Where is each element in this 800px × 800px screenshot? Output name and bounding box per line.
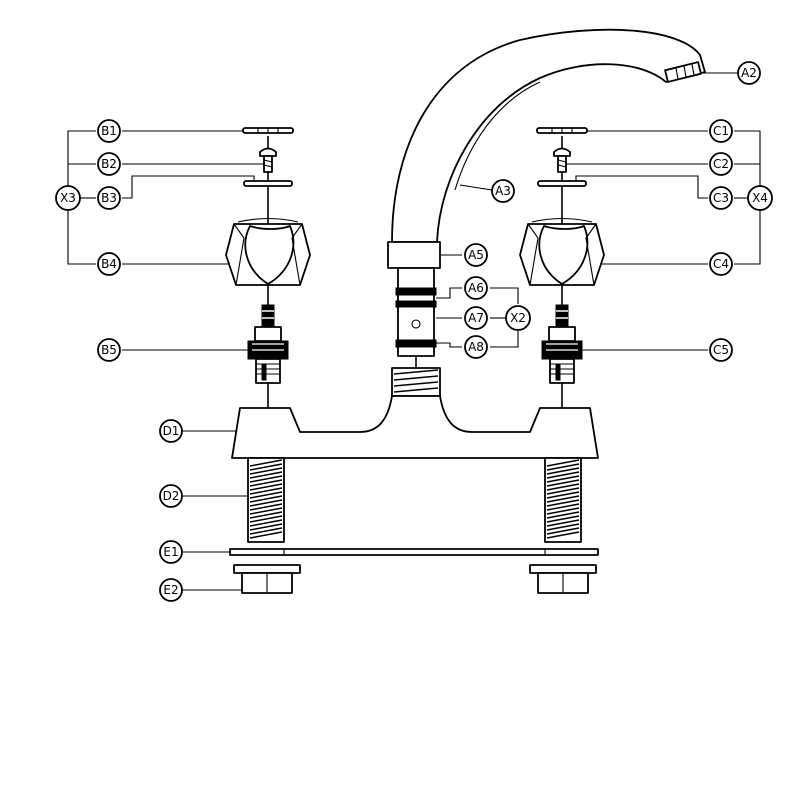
svg-text:D2: D2 [163,489,180,503]
callout-a7: A7 [464,306,488,330]
callout-c3: C3 [709,186,733,210]
svg-text:C1: C1 [713,124,729,138]
svg-text:C3: C3 [713,191,729,205]
callout-x2: X2 [505,305,531,331]
left-lock-nut [233,564,301,594]
spout-collar [387,241,441,269]
svg-text:C5: C5 [713,343,729,357]
svg-text:B1: B1 [101,124,117,138]
svg-text:A2: A2 [741,66,757,80]
svg-text:E2: E2 [163,583,178,597]
callout-b2: B2 [97,152,121,176]
callout-c2: C2 [709,152,733,176]
svg-text:E1: E1 [163,545,178,559]
callout-d2: D2 [159,484,183,508]
left-threaded-shank [247,457,285,543]
callout-c4: C4 [709,252,733,276]
callout-a6: A6 [464,276,488,300]
svg-text:A8: A8 [468,340,484,354]
svg-text:B2: B2 [101,157,117,171]
callout-d1: D1 [159,419,183,443]
callout-a3: A3 [491,179,515,203]
right-handle [519,217,605,286]
left-washer [243,180,293,187]
right-threaded-shank [544,457,582,543]
callout-e1: E1 [159,540,183,564]
right-screw [553,147,571,157]
mounting-plate [229,548,599,556]
callout-x3: X3 [55,185,81,211]
spout-thread-nipple [391,367,441,397]
right-washer [537,180,587,187]
callout-c5: C5 [709,338,733,362]
callout-a5: A5 [464,243,488,267]
callout-x4: X4 [747,185,773,211]
svg-text:X2: X2 [510,311,526,325]
svg-text:A7: A7 [468,311,484,325]
left-valve [225,127,311,418]
faucet-body [231,395,599,459]
callout-b5: B5 [97,338,121,362]
right-lock-nut [529,564,597,594]
callout-c1: C1 [709,119,733,143]
svg-text:A6: A6 [468,281,484,295]
right-valve [519,127,605,418]
svg-text:B4: B4 [101,257,117,271]
callout-b4: B4 [97,252,121,276]
svg-text:D1: D1 [163,424,180,438]
svg-text:A3: A3 [495,184,511,198]
svg-text:C4: C4 [713,257,729,271]
right-valve-cartridge [541,304,583,384]
callout-e2: E2 [159,578,183,602]
callout-a2: A2 [737,61,761,85]
left-valve-cartridge [247,304,289,384]
svg-text:X3: X3 [60,191,76,205]
left-handle [225,217,311,286]
svg-text:A5: A5 [468,248,484,262]
svg-text:C2: C2 [713,157,729,171]
callout-a8: A8 [464,335,488,359]
svg-text:B3: B3 [101,191,117,205]
svg-text:B5: B5 [101,343,117,357]
callout-b1: B1 [97,119,121,143]
spout [387,28,706,357]
svg-text:X4: X4 [752,191,768,205]
left-screw [259,147,277,157]
callout-b3: B3 [97,186,121,210]
spout-aerator [664,61,702,83]
